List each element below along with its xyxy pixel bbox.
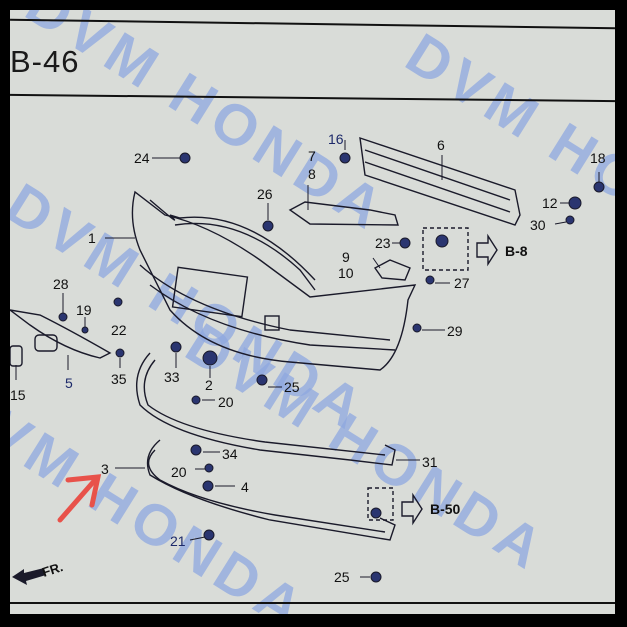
callout-31[interactable]: 31 [422,454,438,470]
callout-23[interactable]: 23 [375,235,391,251]
reference-b50[interactable]: B-50 [430,501,461,517]
callout-19[interactable]: 19 [76,302,92,318]
parts-diagram-page: DVM HONDA DVM HONDA DVM HONDA DVM HONDA … [10,10,615,614]
callout-25-lower[interactable]: 25 [334,569,350,585]
callout-8[interactable]: 8 [308,166,316,182]
callout-2[interactable]: 2 [205,377,213,393]
callout-34[interactable]: 34 [222,446,238,462]
callout-20-upper[interactable]: 20 [218,394,234,410]
reference-b8[interactable]: B-8 [505,243,528,259]
bumper-line-art [10,136,605,585]
callout-25-upper[interactable]: 25 [284,379,300,395]
callout-28[interactable]: 28 [53,276,69,292]
callout-22[interactable]: 22 [111,322,127,338]
callout-4[interactable]: 4 [241,479,249,495]
callout-21[interactable]: 21 [170,533,186,549]
callout-29[interactable]: 29 [447,323,463,339]
callout-1[interactable]: 1 [88,230,96,246]
footer-rule [10,602,615,604]
callout-15[interactable]: 15 [10,387,26,403]
callout-5[interactable]: 5 [65,375,73,391]
callout-30[interactable]: 30 [530,217,546,233]
callout-33[interactable]: 33 [164,369,180,385]
callout-10[interactable]: 10 [338,265,354,281]
callout-26[interactable]: 26 [257,186,273,202]
callout-24[interactable]: 24 [134,150,150,166]
callout-12[interactable]: 12 [542,195,558,211]
callout-20-lower[interactable]: 20 [171,464,187,480]
callout-16[interactable]: 16 [328,131,344,147]
callout-6[interactable]: 6 [437,137,445,153]
callout-27[interactable]: 27 [454,275,470,291]
callout-7[interactable]: 7 [308,148,316,164]
page-code: B-46 [10,44,80,79]
callout-3[interactable]: 3 [101,461,109,477]
callout-18[interactable]: 18 [590,150,606,166]
callout-35[interactable]: 35 [111,371,127,387]
callout-9[interactable]: 9 [342,249,350,265]
